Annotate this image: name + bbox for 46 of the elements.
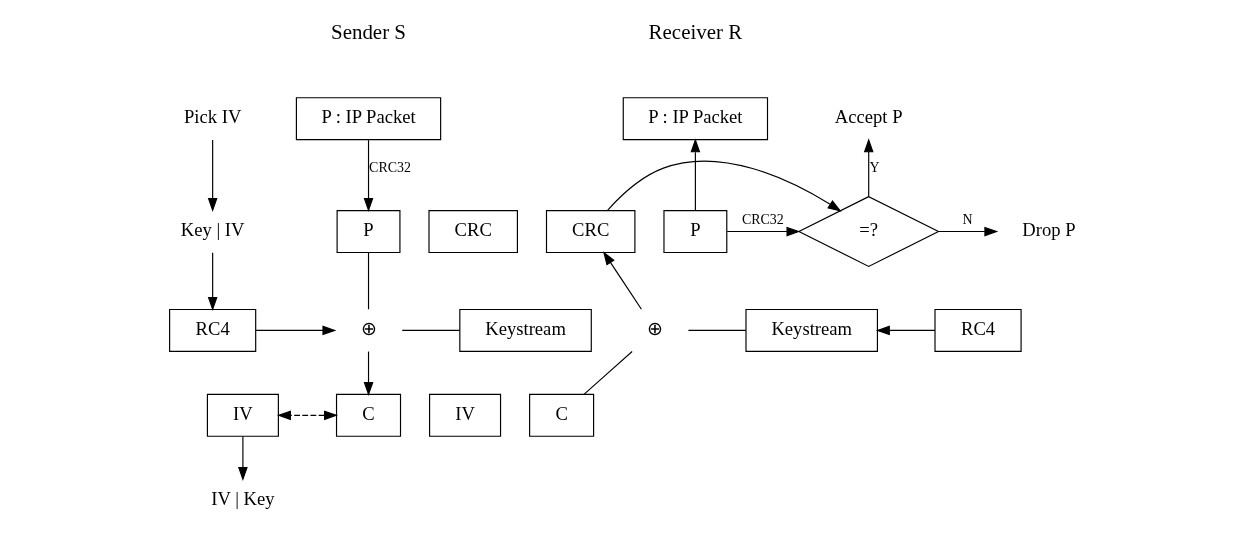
arrow [875, 325, 936, 336]
edge-label: CRC32 [369, 159, 411, 175]
connector [367, 252, 370, 310]
arrow [207, 139, 218, 212]
arrow [863, 138, 874, 197]
node-text: Drop P [1022, 218, 1076, 240]
node-box: P : IP Packet [622, 97, 769, 141]
node-box: RC4 [934, 308, 1022, 352]
arrow [276, 410, 338, 421]
arrow [255, 325, 337, 336]
node-box: RC4 [169, 308, 257, 352]
node-box: CRC [428, 210, 518, 254]
arrow [363, 350, 374, 397]
node-text: ⊕ [360, 317, 377, 339]
node-text: ⊕ [646, 317, 663, 339]
connector [583, 350, 633, 395]
node-box: Keystream [745, 308, 878, 352]
arrow [938, 226, 999, 237]
label: Receiver R [648, 19, 743, 44]
node-diamond: =? [797, 196, 940, 268]
node-box: C [529, 393, 595, 437]
node-box: P [663, 210, 728, 254]
arrow [690, 138, 701, 211]
arrow [363, 139, 374, 212]
connector [401, 329, 461, 331]
node-box: CRC [545, 210, 636, 254]
arrow [607, 160, 842, 212]
node-text: Pick IV [183, 106, 242, 128]
node-box: P [336, 210, 401, 254]
arrow [207, 252, 218, 311]
node-box: IV [429, 393, 502, 437]
arrow [238, 435, 248, 481]
edge-label: N [962, 212, 973, 228]
arrow [603, 251, 642, 310]
connector [687, 329, 747, 331]
node-text: IV | Key [211, 487, 275, 509]
edge-label: Y [869, 159, 880, 175]
node-box: IV [206, 393, 279, 437]
node-box: P : IP Packet [295, 97, 442, 141]
edge-label: CRC32 [741, 212, 784, 228]
node-box: Keystream [459, 308, 592, 352]
node-text: Key | IV [180, 218, 245, 240]
node-text: Accept P [834, 106, 903, 128]
node-box: C [335, 393, 402, 437]
arrow [726, 226, 801, 237]
label: Sender S [331, 19, 407, 44]
